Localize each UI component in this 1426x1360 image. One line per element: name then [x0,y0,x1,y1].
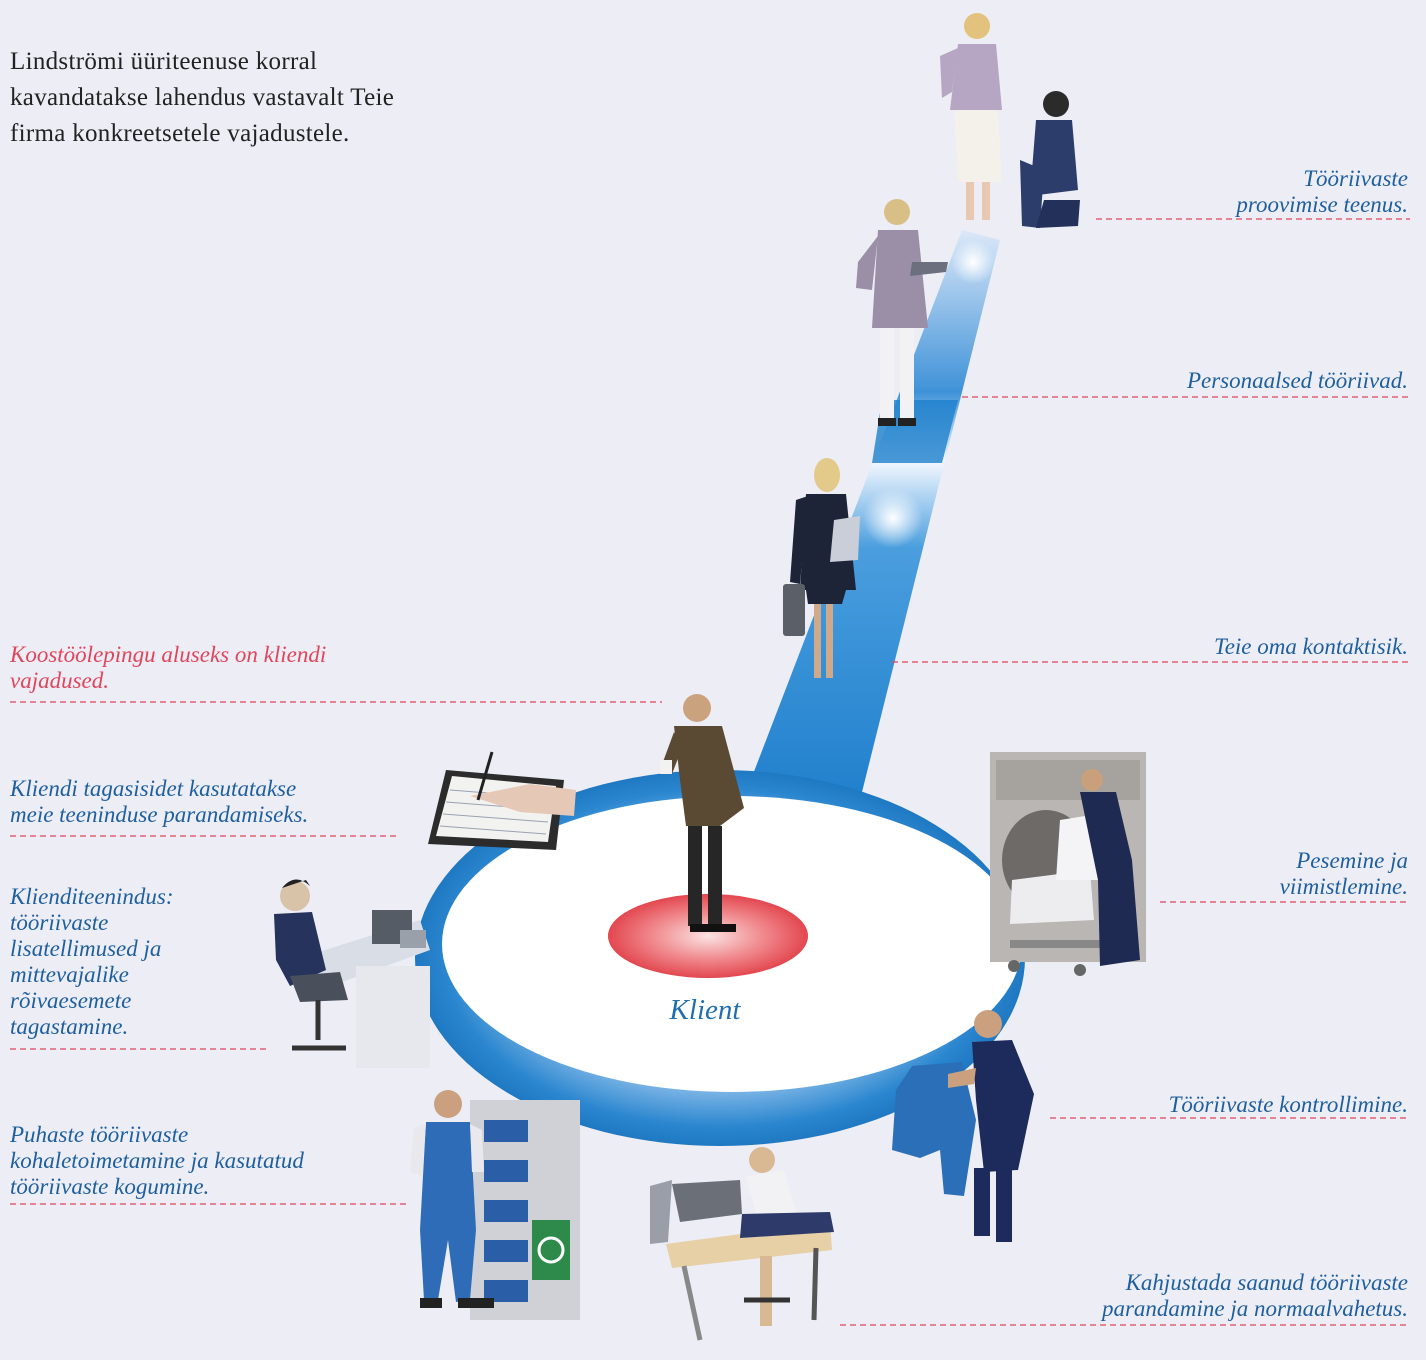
contact-person-icon [783,458,860,678]
label-line: kohaletoimetamine ja kasutatud [10,1148,304,1173]
label-line: Tööriivaste kontrollimine. [1168,1092,1408,1117]
label-fitting: Tööriivaste proovimise teenus. [1236,166,1408,218]
label-line: meie teeninduse parandamiseks. [10,802,309,827]
label-agreement: Koostöölepingu aluseks on kliendi vajadu… [10,642,326,694]
client-ring [415,770,1025,1146]
label-inspection: Tööriivaste kontrollimine. [1169,1092,1408,1118]
label-line: rõivaesemete [10,988,132,1013]
fitting-woman-icon [940,13,1002,220]
label-feedback: Kliendi tagasisidet kasutatakse meie tee… [10,776,308,828]
fitting-tailor-icon [1020,91,1080,228]
label-personal: Personaalsed tööriivad. [1187,368,1408,394]
label-line: parandamine ja normaalvahetus. [1101,1296,1408,1321]
label-line: Pesemine ja [1296,848,1408,873]
label-line: viimistlemine. [1279,874,1408,899]
label-contact: Teie oma kontaktisik. [1214,634,1408,660]
center-client-label: Klient [669,994,741,1026]
label-line: Kahjustada saanud tööriivaste [1125,1270,1408,1295]
label-washing: Pesemine ja viimistlemine. [1280,848,1408,900]
label-line: Tööriivaste [1303,166,1408,191]
delivery-worker-icon [410,1090,494,1308]
label-line: Klienditeenindus: [10,884,174,909]
label-line: Teie oma kontaktisik. [1214,634,1408,659]
seamstress-icon [650,1147,834,1341]
label-line: tööriivaste [10,910,109,935]
label-line: lisatellimused ja [10,936,162,961]
client-spot [608,894,808,978]
customer-service-desk-icon [274,879,430,1068]
label-line: tagastamine. [10,1014,129,1039]
label-line: Koostöölepingu aluseks on kliendi [10,642,327,667]
service-path [745,230,1000,808]
laundry-machine-icon [990,752,1146,976]
label-line: tööriivaste kogumine. [10,1174,210,1199]
intro-line: Lindströmi üüriteenuse korral [10,48,318,75]
client-man-icon [660,694,744,932]
label-line: mittevajalike [10,962,129,987]
label-line: proovimise teenus. [1236,192,1408,217]
inspection-worker-icon [892,1010,1034,1242]
intro-text: Lindströmi üüriteenuse korral kavandatak… [10,44,490,152]
intro-line: kavandatakse lahendus vastavalt Teie [10,84,395,111]
label-line: Personaalsed tööriivad. [1186,368,1408,393]
label-line: Kliendi tagasisidet kasutatakse [10,776,297,801]
label-line: vajadused. [10,668,110,693]
intro-line: firma konkreetsetele vajadustele. [10,120,350,147]
label-service: Klienditeenindus: tööriivaste lisatellim… [10,884,174,1040]
notebook-signing-icon [428,751,576,850]
label-delivery: Puhaste tööriivaste kohaletoimetamine ja… [10,1122,304,1200]
leader-lines [10,218,1410,1326]
personal-workwear-woman-icon [856,199,948,426]
label-line: Puhaste tööriivaste [10,1122,189,1147]
label-repair: Kahjustada saanud tööriivaste parandamin… [1102,1270,1408,1322]
delivery-locker-icon [470,1100,580,1320]
